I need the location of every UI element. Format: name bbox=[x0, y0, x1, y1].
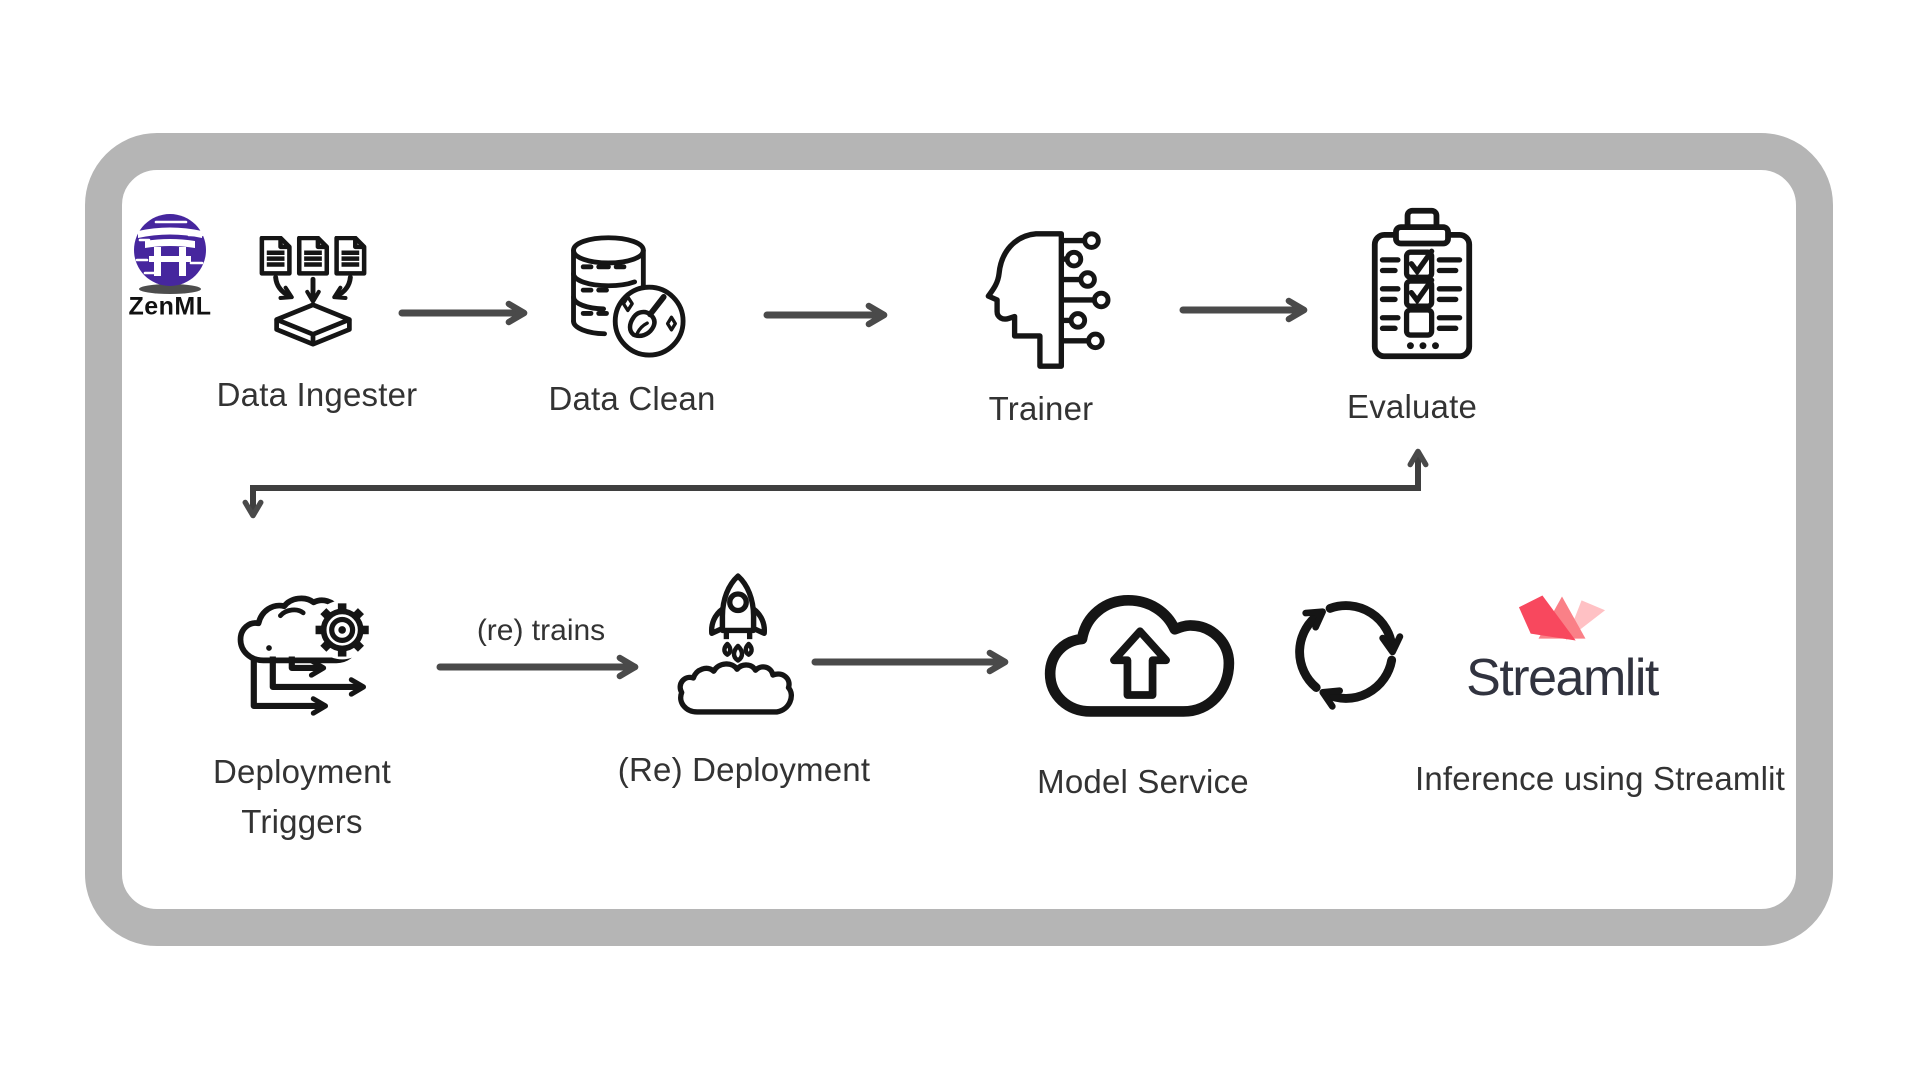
ingest-arrows bbox=[273, 274, 353, 304]
label-trainer: Trainer bbox=[988, 390, 1094, 427]
label-data-clean: Data Clean bbox=[548, 380, 716, 417]
rocket-launch-icon bbox=[677, 573, 794, 715]
cycle-arrows bbox=[1295, 601, 1404, 710]
deployment-triggers-icon bbox=[237, 595, 372, 716]
data-clean-icon bbox=[571, 235, 686, 358]
label-deployment-line1: Deployment bbox=[212, 753, 392, 790]
label-data-ingester: Data Ingester bbox=[216, 376, 418, 413]
clipboard-clip bbox=[1393, 207, 1451, 247]
streamlit-logo: Streamlit bbox=[1446, 592, 1678, 704]
zenml-torii-icon bbox=[134, 214, 206, 294]
database bbox=[571, 235, 646, 337]
label-model-service: Model Service bbox=[1037, 763, 1249, 800]
torii-gate bbox=[138, 227, 202, 276]
circuit-lines bbox=[1061, 237, 1095, 344]
node-data-clean bbox=[558, 230, 686, 358]
zenml-label: ZenML bbox=[128, 292, 212, 321]
label-inference: Inference using Streamlit bbox=[1414, 760, 1786, 797]
broom bbox=[627, 293, 667, 339]
node-deployment-triggers bbox=[231, 575, 383, 721]
node-model-service bbox=[1034, 582, 1246, 725]
zenml-logo bbox=[132, 210, 208, 296]
cloud-upload-icon bbox=[1044, 595, 1235, 717]
streamlit-wordmark: Streamlit bbox=[1466, 649, 1659, 707]
label-deployment-line2: Triggers bbox=[241, 803, 363, 840]
documents bbox=[259, 236, 367, 276]
label-evaluate: Evaluate bbox=[1346, 388, 1478, 425]
gear-icon bbox=[312, 600, 372, 660]
diagram-frame bbox=[85, 133, 1833, 946]
rocket bbox=[708, 573, 768, 640]
platform bbox=[274, 302, 352, 347]
sparkles bbox=[621, 295, 677, 332]
data-ingester-icon bbox=[259, 236, 367, 347]
upload-arrow bbox=[1110, 627, 1170, 699]
refresh-cycle bbox=[1271, 577, 1421, 727]
head-profile bbox=[985, 231, 1065, 369]
node-data-ingester bbox=[254, 236, 372, 356]
cloud-dot bbox=[266, 645, 272, 651]
refresh-icon bbox=[1295, 601, 1404, 710]
clipboard-dots bbox=[1406, 342, 1439, 350]
label-re-trains: (re) trains bbox=[476, 614, 606, 647]
flames bbox=[722, 641, 754, 663]
node-evaluate bbox=[1368, 204, 1476, 364]
evaluate-icon bbox=[1371, 207, 1473, 360]
cloud-detail bbox=[278, 607, 306, 619]
node-trainer bbox=[958, 226, 1116, 372]
trainer-icon bbox=[985, 231, 1111, 369]
trigger-arrows bbox=[250, 656, 367, 716]
label-re-deployment: (Re) Deployment bbox=[617, 751, 871, 788]
checklist bbox=[1379, 248, 1463, 338]
label-deployment-triggers: Deployment Triggers bbox=[213, 747, 391, 847]
launch-cloud bbox=[677, 661, 794, 715]
circuit-nodes bbox=[1064, 231, 1111, 351]
arrow-evaluate-triggers-feedback bbox=[242, 448, 1429, 519]
node-re-deployment bbox=[672, 570, 804, 718]
streamlit-boat-icon bbox=[1518, 595, 1606, 641]
